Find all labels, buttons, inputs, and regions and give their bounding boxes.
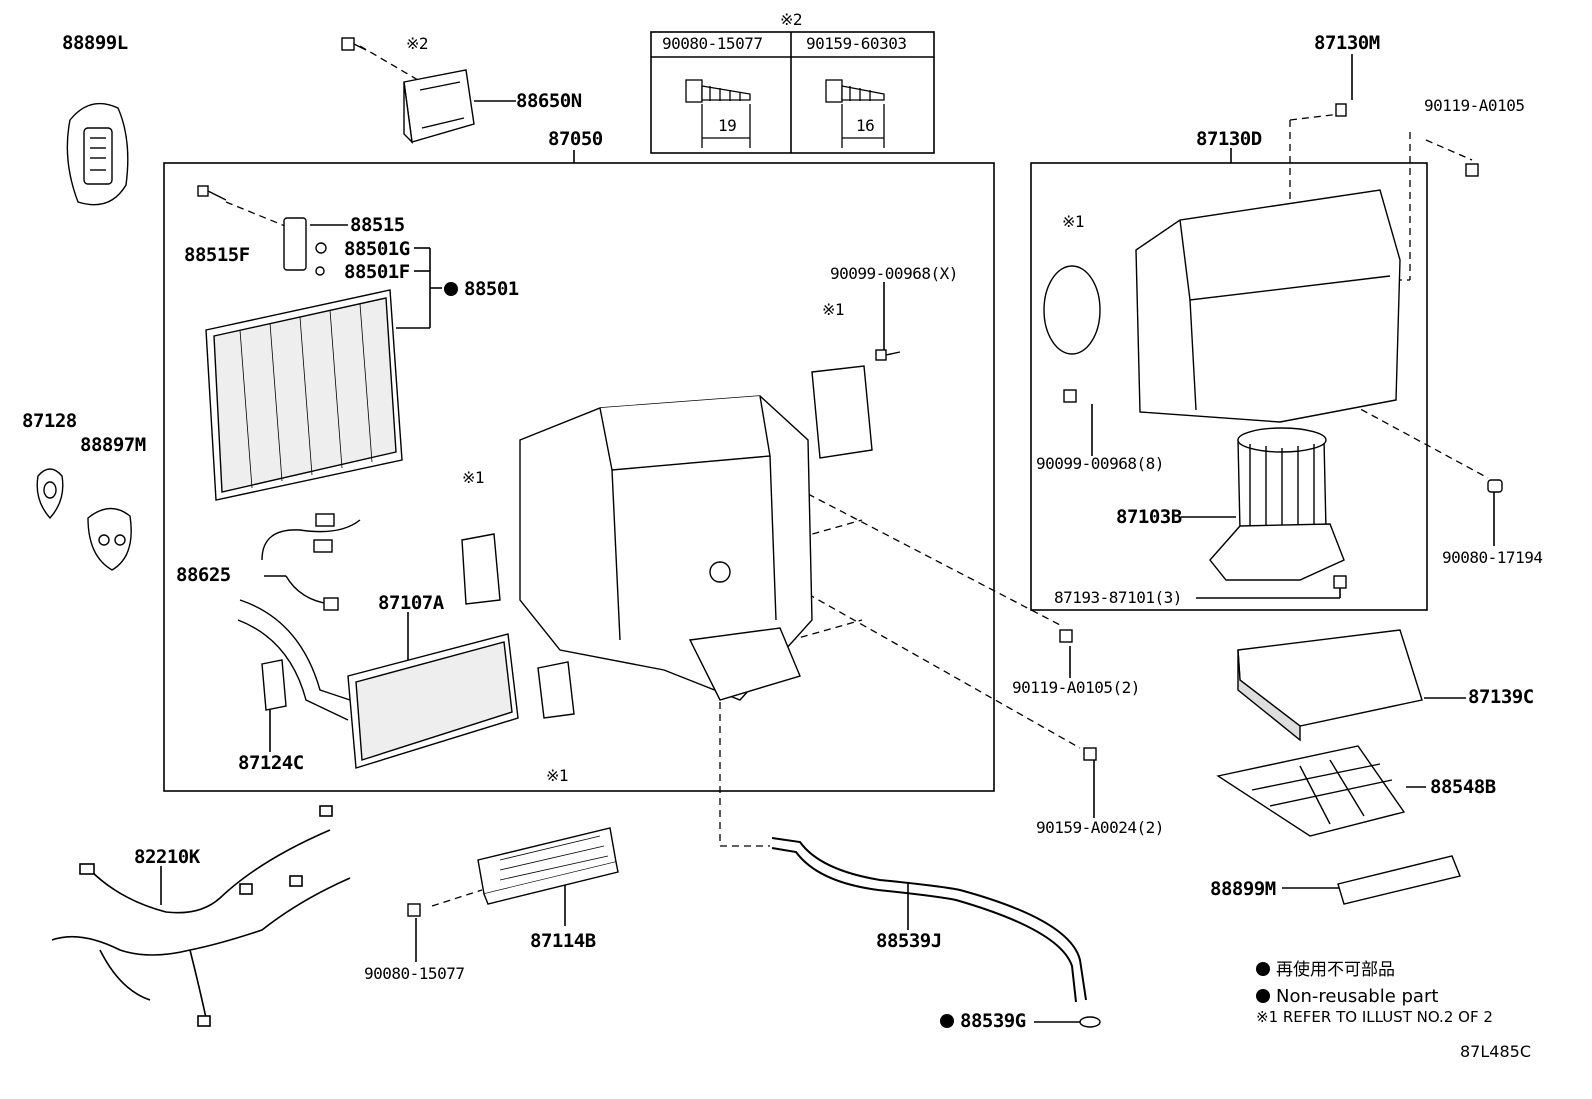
- non-reusable-dot-icon: [940, 1014, 954, 1028]
- grommet-88897m-icon: [87, 507, 132, 571]
- sensor-wire-icon: [261, 513, 361, 611]
- callout-88650n: 88650N: [516, 90, 582, 112]
- ref-mark-1: ※1: [822, 300, 845, 319]
- callout-88625: 88625: [176, 564, 231, 586]
- callout-88899m: 88899M: [1210, 878, 1276, 900]
- bracket-88650n-icon: [403, 69, 475, 144]
- callout-88501f: 88501F: [344, 261, 410, 283]
- screw-table-col1: 90080-15077: [662, 34, 763, 53]
- callout-87130d: 87130D: [1196, 128, 1262, 150]
- blower-motor-icon: [1209, 103, 1503, 589]
- filter-plate-icon: [1337, 855, 1461, 905]
- callout-90099-00968x: 90099-00968(X): [830, 264, 958, 283]
- callout-87193-87101-3: 87193-87101(3): [1054, 588, 1182, 607]
- figure-code: 87L485C: [1460, 1042, 1531, 1061]
- callout-88548b: 88548B: [1430, 776, 1496, 798]
- bolt-icon: [341, 37, 367, 51]
- callout-87107a: 87107A: [378, 592, 444, 614]
- filter-case-icon: [1216, 745, 1406, 837]
- callout-90119-a0105: 90119-A0105: [1424, 96, 1525, 115]
- callout-90119-a0105-2: 90119-A0105(2): [1012, 678, 1140, 697]
- expansion-valve-icon: [197, 185, 327, 276]
- callout-88539g: 88539G: [940, 1012, 1026, 1031]
- ptc-heater-icon: [407, 827, 619, 917]
- hvac-unit-icon: [461, 349, 901, 719]
- screw-icon: [1059, 629, 1097, 761]
- legend-ref: ※1 REFER TO ILLUST NO.2 OF 2: [1256, 1008, 1493, 1026]
- callout-88501g: 88501G: [344, 238, 410, 260]
- callout-90099-00968-8: 90099-00968(8): [1036, 454, 1164, 473]
- callout-87050: 87050: [548, 128, 603, 150]
- callout-90159-a0024-2: 90159-A0024(2): [1036, 818, 1164, 837]
- callout-90080-17194: 90080-17194: [1442, 548, 1543, 567]
- callout-88899l: 88899L: [62, 32, 128, 54]
- non-reusable-dot-icon: [444, 282, 458, 296]
- callout-88515: 88515: [350, 214, 405, 236]
- cover-88899l-icon: [66, 102, 129, 206]
- ref-mark-2: ※2: [406, 34, 429, 53]
- screw-table-col2: 90159-60303: [806, 34, 907, 53]
- callout-87128: 87128: [22, 410, 77, 432]
- callout-87124c: 87124C: [238, 752, 304, 774]
- callout-82210k: 82210K: [134, 846, 200, 868]
- assembly-box-87130d: [1030, 162, 1428, 611]
- callout-88515f: 88515F: [184, 244, 250, 266]
- screw-16-icon: [825, 79, 885, 148]
- callout-88539j: 88539J: [876, 930, 942, 952]
- blower-case-icon: [1043, 189, 1401, 423]
- callout-88897m: 88897M: [80, 434, 146, 456]
- screw-19-icon: [685, 79, 751, 148]
- callout-88501: 88501: [444, 280, 519, 299]
- wire-harness-icon: [51, 805, 351, 1027]
- ref-mark-1: ※1: [1062, 212, 1085, 231]
- legend-jp: 再使用不可部品: [1256, 962, 1395, 979]
- screw-table-frame: [650, 31, 935, 154]
- legend-en: Non-reusable part: [1256, 988, 1438, 1006]
- screw-length-19: 19: [718, 116, 737, 135]
- ref-mark-1: ※1: [546, 766, 569, 785]
- non-reusable-dot-icon: [1256, 989, 1270, 1003]
- callout-87103b: 87103B: [1116, 506, 1182, 528]
- callout-87139c: 87139C: [1468, 686, 1534, 708]
- non-reusable-dot-icon: [1256, 962, 1270, 976]
- callout-87130m: 87130M: [1314, 32, 1380, 54]
- callout-87114b: 87114B: [530, 930, 596, 952]
- drain-hose-icon: [771, 837, 1101, 1028]
- grommet-87128-icon: [36, 468, 64, 520]
- screw-table-header: ※2: [780, 10, 803, 29]
- callout-90080-15077: 90080-15077: [364, 964, 465, 983]
- evaporator-icon: [205, 289, 403, 501]
- air-filter-icon: [1237, 629, 1423, 742]
- ref-mark-1: ※1: [462, 468, 485, 487]
- heater-core-icon: [237, 599, 519, 769]
- assembly-box-87050: [163, 162, 995, 792]
- screw-length-16: 16: [856, 116, 875, 135]
